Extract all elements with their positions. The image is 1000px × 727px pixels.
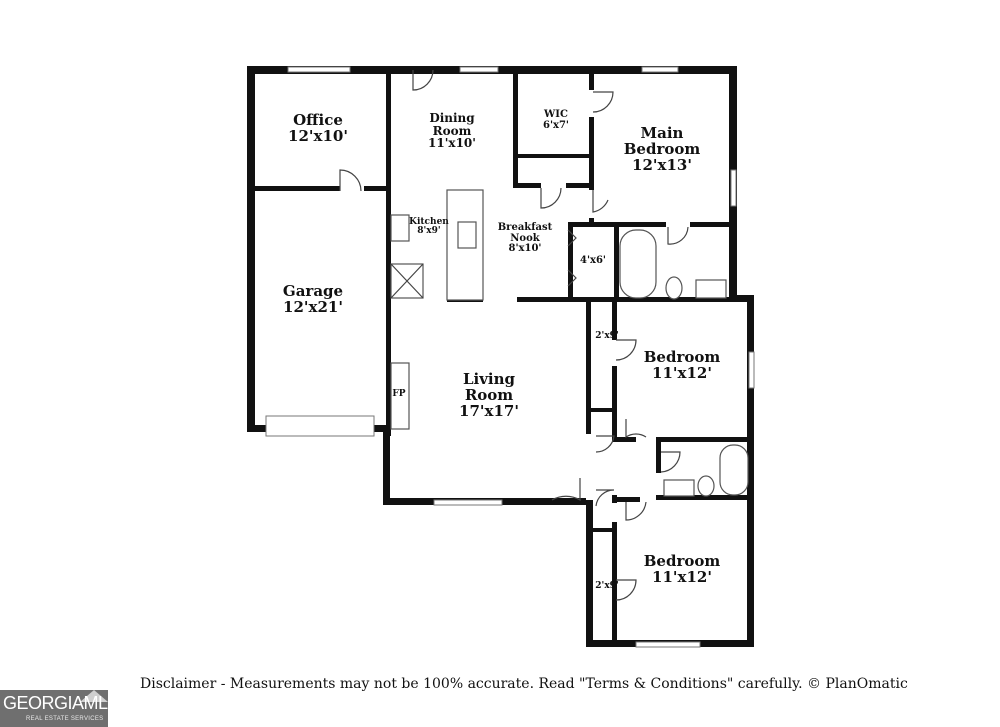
breakfast-name-line2: Nook <box>510 232 540 244</box>
dining-name-line1: Dining <box>429 111 475 125</box>
dining-name-line2: Room <box>432 123 472 138</box>
kitchen-label: Kitchen 8'x9' <box>409 217 449 237</box>
fixtures <box>390 189 749 497</box>
bedroom-2-name: Bedroom <box>643 552 721 570</box>
breakfast-nook-label: Breakfast Nook 8'x10' <box>497 222 553 255</box>
doors <box>339 69 689 601</box>
fireplace-text: FP <box>392 389 406 399</box>
main-closet-label: 4'x6' <box>579 255 607 267</box>
office-size: 12'x10' <box>288 126 348 145</box>
bedroom-2-size: 11'x12' <box>652 567 712 586</box>
office-label: Office 12'x10' <box>288 111 348 145</box>
georgia-mls-logo: GEORGIAMLS REAL ESTATE SERVICES <box>0 690 120 727</box>
main-bedroom-name-line1: Main <box>640 124 684 142</box>
main-closet-size: 4'x6' <box>579 255 607 266</box>
interior-walls <box>250 66 754 647</box>
main-bedroom-size: 12'x13' <box>632 155 692 174</box>
garage-name: Garage <box>282 282 344 300</box>
main-bedroom-name-line2: Bedroom <box>623 139 701 158</box>
living-size: 17'x17' <box>459 401 519 420</box>
kitchen-name: Kitchen <box>409 217 449 227</box>
wic-name: WIC <box>544 109 568 120</box>
garage-size: 12'x21' <box>283 297 343 316</box>
main-bedroom-label: Main Bedroom 12'x13' <box>623 124 701 174</box>
bedroom-1-closet-label: 2'x9' <box>595 331 619 341</box>
bedroom-2-closet-size: 2'x9' <box>595 581 619 591</box>
wic-label: WIC 6'x7' <box>542 109 570 131</box>
bedroom-1-name: Bedroom <box>643 348 721 366</box>
logo-text: GEORGIAMLS <box>3 693 120 713</box>
garage-label: Garage 12'x21' <box>282 282 344 316</box>
dining-size: 11'x10' <box>428 136 476 151</box>
disclaimer-text: Disclaimer - Measurements may not be 100… <box>140 676 908 692</box>
living-room-label: Living Room 17'x17' <box>459 370 519 420</box>
bedroom-1-label: Bedroom 11'x12' <box>643 348 721 382</box>
breakfast-size: 8'x10' <box>508 243 542 254</box>
dining-room-label: Dining Room 11'x10' <box>428 112 476 150</box>
living-name-line1: Living <box>462 370 516 388</box>
fireplace-label: FP <box>392 389 406 399</box>
bedroom-1-closet-size: 2'x9' <box>595 331 619 341</box>
office-name: Office <box>293 111 343 129</box>
wic-size: 6'x7' <box>542 119 570 131</box>
bedroom-2-closet-label: 2'x9' <box>595 581 619 591</box>
logo-subtext: REAL ESTATE SERVICES <box>26 716 104 722</box>
bedroom-1-size: 11'x12' <box>652 363 712 382</box>
living-name-line2: Room <box>464 385 514 404</box>
breakfast-name-line1: Breakfast <box>497 222 553 233</box>
kitchen-size: 8'x9' <box>417 226 441 237</box>
windows <box>265 66 755 648</box>
logo-roof-icon <box>80 690 108 702</box>
bedroom-2-label: Bedroom 11'x12' <box>643 552 721 586</box>
